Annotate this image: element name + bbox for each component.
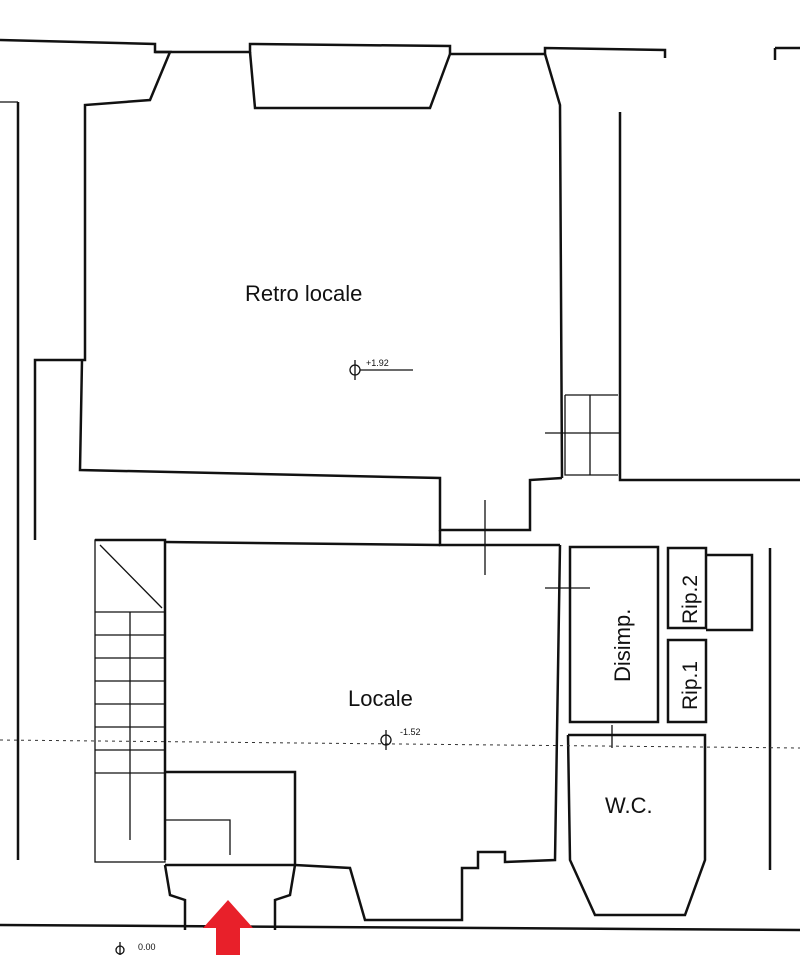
elevation-locale: -1.52 (400, 727, 421, 737)
room-label-disimpegno: Disimp. (610, 609, 635, 682)
elevation-retro-locale: +1.92 (366, 358, 389, 368)
stair-treads (95, 611, 165, 840)
elevation-marker-icon (349, 360, 413, 380)
room-label-locale: Locale (348, 686, 413, 711)
room-label-retro-locale: Retro locale (245, 281, 362, 306)
elevation-marker-icon (380, 730, 392, 750)
room-label-rip1: Rip.1 (679, 661, 702, 710)
elevation-entrance: 0.00 (138, 942, 156, 952)
walls (0, 38, 800, 932)
room-label-wc: W.C. (605, 793, 653, 818)
arrow-up-icon (203, 900, 253, 955)
elevation-marker-icon (115, 942, 125, 955)
room-label-rip2: Rip.2 (679, 575, 702, 624)
